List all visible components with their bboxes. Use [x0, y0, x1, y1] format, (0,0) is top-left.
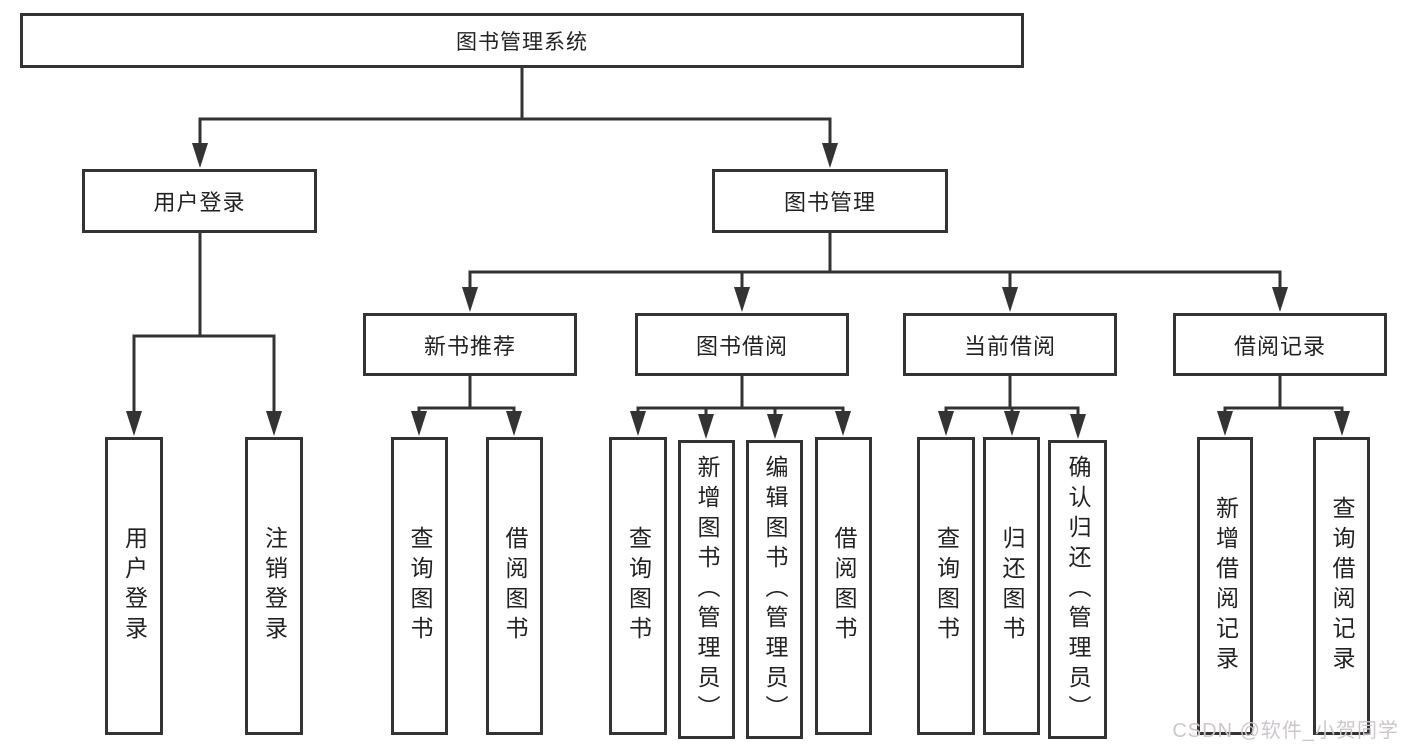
node-book-management: 图书管理 [712, 169, 948, 233]
node-label: 用户登录 [121, 526, 148, 646]
node-label: 注销登录 [261, 526, 288, 646]
node-label: 编辑图书（管理员） [762, 454, 788, 725]
leaf-borrow-book: 借阅图书 [815, 437, 872, 735]
leaf-query-book-borrow: 查询图书 [609, 437, 667, 735]
leaf-confirm-return-admin: 确认归还（管理员） [1048, 440, 1107, 739]
node-label: 用户登录 [153, 190, 246, 215]
node-book-borrow: 图书借阅 [635, 313, 849, 376]
leaf-query-book-recommend: 查询图书 [391, 437, 448, 735]
node-label: 借阅记录 [1233, 333, 1326, 359]
arrowhead-icons [126, 143, 1350, 439]
node-label: 借阅图书 [831, 526, 857, 646]
leaf-borrow-book-recommend: 借阅图书 [486, 437, 543, 735]
node-label: 确认归还（管理员） [1065, 454, 1091, 725]
node-label: 图书借阅 [695, 333, 788, 359]
leaf-return-book: 归还图书 [983, 437, 1040, 735]
node-label: 查询图书 [407, 526, 433, 646]
leaf-query-borrow-record: 查询借阅记录 [1313, 437, 1370, 735]
node-label: 借阅图书 [502, 526, 528, 646]
node-library-system: 图书管理系统 [20, 13, 1024, 68]
node-label: 新增图书（管理员） [694, 454, 720, 725]
leaf-edit-book-admin: 编辑图书（管理员） [746, 440, 803, 739]
node-label: 查询图书 [933, 526, 960, 646]
csdn-watermark: CSDN @软件_小贺同学 [1172, 720, 1399, 742]
node-label: 图书管理 [783, 190, 876, 215]
leaf-add-book-admin: 新增图书（管理员） [678, 440, 735, 739]
leaf-logout: 注销登录 [245, 437, 303, 735]
node-label: 归还图书 [999, 526, 1025, 646]
node-label: 新增借阅记录 [1212, 496, 1239, 676]
node-label: 新书推荐 [423, 333, 516, 359]
node-new-book-recommend: 新书推荐 [363, 313, 577, 376]
node-label: 查询借阅记录 [1329, 496, 1355, 676]
node-label: 图书管理系统 [456, 30, 588, 54]
node-current-borrow: 当前借阅 [903, 313, 1117, 376]
leaf-user-login: 用户登录 [105, 437, 163, 735]
node-borrow-records: 借阅记录 [1173, 313, 1387, 376]
leaf-query-book-current: 查询图书 [917, 437, 975, 735]
node-user-login: 用户登录 [82, 169, 317, 233]
leaf-add-borrow-record: 新增借阅记录 [1197, 437, 1253, 735]
node-label: 当前借阅 [963, 333, 1056, 359]
node-label: 查询图书 [625, 526, 652, 646]
